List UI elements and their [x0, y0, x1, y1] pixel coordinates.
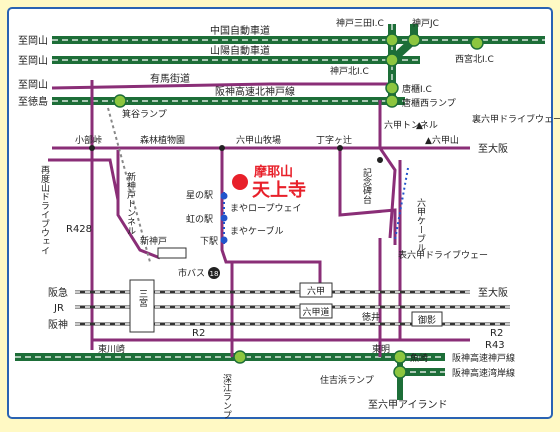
mountain-peak-icon: ▲ — [416, 121, 423, 131]
station-shimo — [220, 236, 228, 244]
label-ura-rokko-drive: 裏六甲ドライブウェー — [472, 113, 560, 125]
label-shimo-eki: 下駅 — [200, 236, 218, 247]
station-rokkomichi-box — [299, 303, 333, 319]
label-chojigatsuji: 丁字ヶ辻 — [316, 134, 352, 146]
label-futatabi-drive: 再度山ドライブウェイ — [39, 165, 50, 255]
bus-number-badge: 18 — [208, 267, 220, 279]
label-sanyo-expressway: 山陽自動車道 — [210, 44, 270, 57]
label-niji-no-eki: 虹の駅 — [186, 214, 213, 225]
label-city-bus: 市バス — [178, 267, 205, 279]
label-fukae-ramp: 深江ランプ — [221, 374, 232, 419]
station-hoshi — [220, 192, 228, 200]
label-kobe-jc: 神戸JC — [412, 17, 439, 29]
label-mikage: 御影 — [418, 314, 436, 326]
label-maya-ropeway: まやロープウェイ — [230, 203, 301, 214]
ic-karahitsu-west — [385, 94, 399, 108]
label-rokko-cable: 六甲ケーブル — [415, 197, 426, 252]
bus-number-text: 18 — [210, 270, 219, 278]
label-rokko-tunnel: 六甲トンネル — [384, 119, 438, 131]
junction-dots — [89, 145, 383, 163]
label-shinkobe-tunnel: 新神戸トンネル — [125, 171, 136, 235]
ic-karahitsu — [385, 81, 399, 95]
label-rokko-michi: 六甲道 — [302, 306, 329, 318]
shinkobe-tunnel-line — [107, 107, 151, 263]
label-omote-rokko-drive: 表六甲ドライブウェー — [398, 249, 488, 261]
general-roads — [48, 80, 470, 357]
label-jr: JR — [53, 303, 64, 314]
label-hoshi-no-eki: 星の駅 — [186, 190, 213, 201]
temple-marker-icon — [232, 174, 248, 190]
label-tokui: 徳井 — [362, 311, 380, 323]
ic-nishinomiya-kita — [470, 36, 484, 50]
label-r43: R43 — [485, 340, 505, 351]
label-karahitsu-west: 唐櫃西ランプ — [402, 97, 456, 109]
label-forest-botanical: 森林植物園 — [140, 134, 185, 146]
label-to-tokushima: 至徳島 — [18, 95, 48, 108]
label-hanshin-kobe: 阪神高速神戸線 — [452, 352, 515, 364]
label-mountain-name: 摩耶山 — [254, 164, 293, 180]
label-r428: R428 — [66, 224, 92, 235]
label-kobebe-toge: 小部峠 — [75, 134, 102, 146]
label-rokkosan-farm: 六甲山牧場 — [236, 134, 281, 146]
label-to-rokko-island: 至六甲アイランド — [368, 399, 448, 411]
label-hanshin-kita-kobe: 阪神高速北神戸線 — [215, 85, 295, 98]
label-to-osaka-1: 至大阪 — [478, 142, 508, 155]
label-rokko: 六甲 — [307, 285, 325, 297]
label-karahitsu-ic: 唐櫃I.C — [402, 83, 432, 95]
label-maya-cable: まやケーブル — [230, 225, 283, 237]
label-sumiyoshihama: 住吉浜ランプ — [320, 374, 374, 386]
label-higashikawasaki: 東川崎 — [98, 343, 125, 355]
ic-kobe-kita — [385, 53, 399, 67]
label-to-okayama-1: 至岡山 — [18, 35, 48, 47]
station-mikage-box — [411, 311, 443, 327]
label-chugoku-expressway: 中国自動車道 — [210, 24, 270, 37]
label-temple-name: 天上寺 — [252, 180, 306, 201]
label-kinenhidai: 記念碑台 — [361, 167, 372, 205]
label-rokkosan: ▲六甲山 — [425, 134, 459, 146]
label-r2-west: R2 — [192, 328, 205, 339]
label-kobe-kita-ic: 神戸北I.C — [330, 65, 369, 77]
ic-uozaki — [393, 350, 407, 364]
ic-sumiyoshihama — [393, 365, 407, 379]
ropeway-stations — [220, 192, 228, 244]
label-uozaki: 魚崎 — [410, 352, 428, 364]
station-sannomiya-box — [129, 279, 155, 333]
label-arima-kaido: 有馬街道 — [150, 72, 190, 85]
interchanges — [113, 33, 484, 379]
label-r2-east: R2 — [490, 328, 503, 339]
ic-fukae — [233, 350, 247, 364]
ic-kobe-sanda — [385, 33, 399, 47]
label-hankyu: 阪急 — [48, 286, 68, 299]
label-hanshin-wangan: 阪神高速湾岸線 — [452, 367, 515, 379]
rokko-cable-line — [394, 167, 409, 241]
label-hanshin: 阪神 — [48, 318, 68, 331]
label-sannomiya: 三宮 — [137, 289, 148, 308]
label-shinkobe: 新神戸 — [140, 235, 167, 247]
label-kobe-sanda-ic: 神戸三田I.C — [336, 17, 384, 29]
station-niji — [220, 214, 228, 222]
label-to-okayama-2: 至岡山 — [18, 55, 48, 67]
label-to-osaka-2: 至大阪 — [478, 286, 508, 299]
ic-minoya — [113, 94, 127, 108]
label-to-okayama-3: 至岡山 — [18, 79, 48, 91]
station-shinkobe-box — [157, 247, 187, 259]
station-rokko-box — [299, 282, 333, 298]
label-minoya-ramp: 箕谷ランプ — [122, 108, 167, 120]
label-tomei: 東明 — [372, 343, 390, 355]
ic-kobe-jc — [407, 33, 421, 47]
label-nishinomiya-kita-ic: 西宮北I.C — [455, 53, 494, 65]
